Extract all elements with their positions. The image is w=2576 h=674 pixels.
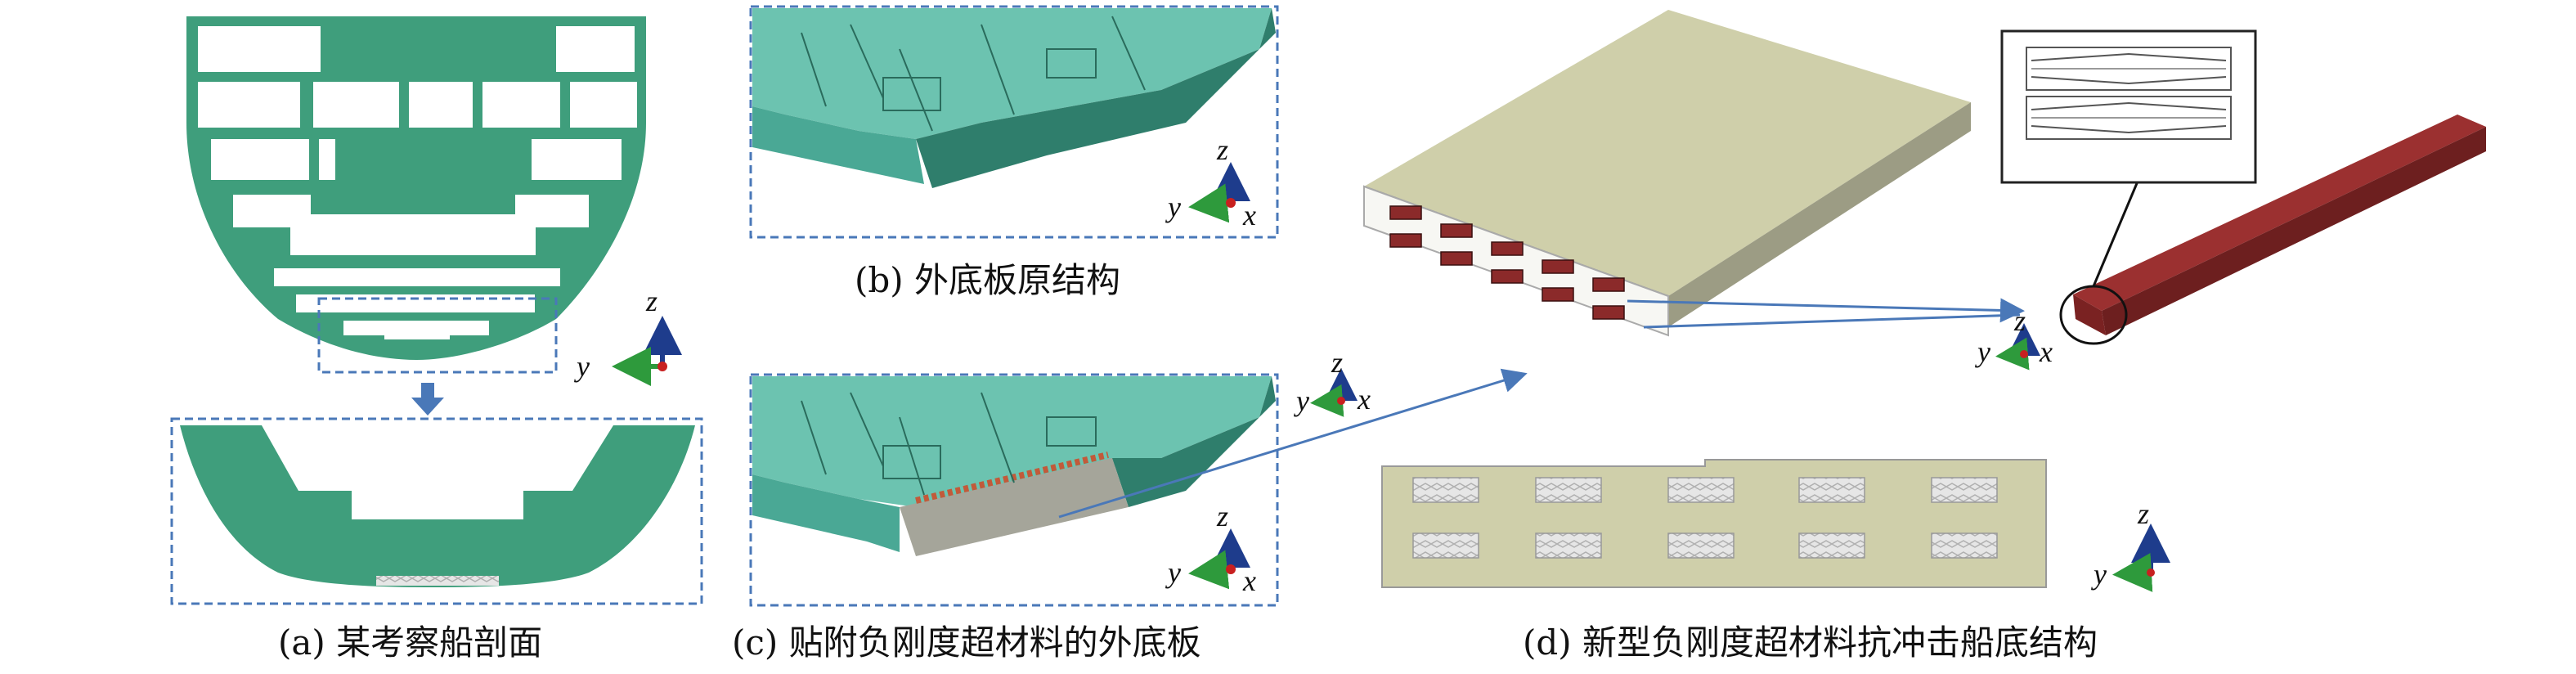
axis-triad-a: z y bbox=[574, 285, 682, 386]
axis-label-y-d1: y bbox=[1975, 335, 1990, 368]
axis-label-x-b: x bbox=[1242, 199, 1256, 231]
plate-top-b bbox=[752, 8, 1272, 139]
flat-panel-cells bbox=[1412, 477, 1998, 559]
plate-dark-b bbox=[916, 8, 1276, 188]
cell-pointer-arrow-2 bbox=[1643, 313, 2021, 329]
plate-ribs-b bbox=[801, 16, 1146, 132]
panel-d-new-bottom-structure bbox=[1363, 10, 2486, 588]
axis-label-x-d1: x bbox=[2039, 335, 2053, 368]
axis-label-z-d1: z bbox=[2013, 304, 2026, 337]
link-arrow-c-to-d bbox=[1058, 368, 1528, 519]
caption-d: (d) 新型负刚度超材料抗冲击船底结构 bbox=[1523, 622, 2098, 663]
zoomed-bottom-section bbox=[180, 425, 695, 587]
metamaterial-bar-side bbox=[2102, 127, 2486, 335]
axis-triad-c: z y x bbox=[1165, 500, 1256, 597]
metamaterial-bar-end bbox=[2073, 294, 2106, 335]
axis-label-y-b: y bbox=[1165, 191, 1181, 223]
cell-detail-drawing bbox=[2026, 47, 2232, 140]
caption-c: (c) 贴附负刚度超材料的外底板 bbox=[732, 622, 1201, 663]
panel-c-frame bbox=[749, 373, 1279, 607]
axis-label-z-c: z bbox=[1216, 500, 1228, 532]
metamaterial-layer-c bbox=[900, 458, 1129, 556]
axis-triad-d-upper: z y x bbox=[1975, 304, 2053, 371]
axis-label-z-d2: z bbox=[2137, 497, 2149, 530]
plate-side-b bbox=[752, 106, 924, 184]
axis-label-y-c: y bbox=[1165, 556, 1181, 589]
axis-triad-mid: z y x bbox=[1294, 346, 1371, 417]
axis-triad-d-lower: z y bbox=[2091, 497, 2170, 592]
axis-label-y-d2: y bbox=[2091, 558, 2107, 591]
caption-b: (b) 外底板原结构 bbox=[855, 260, 1120, 300]
metamaterial-bar-top bbox=[2073, 115, 2486, 311]
panel-b-frame bbox=[749, 5, 1279, 239]
plate-top-c bbox=[752, 376, 1272, 507]
axis-label-x-c: x bbox=[1242, 564, 1256, 597]
cell-detail-box bbox=[2000, 29, 2257, 184]
panel-a-ship-section bbox=[170, 16, 703, 605]
ship-compartments bbox=[198, 26, 637, 339]
panel-c-metamaterial-plate bbox=[749, 373, 1279, 607]
plate-side-c bbox=[752, 474, 900, 552]
axis-label-z-mid: z bbox=[1331, 346, 1343, 379]
zoom-down-arrow bbox=[411, 383, 444, 416]
plate-ribs-c bbox=[801, 392, 1097, 496]
caption-a: (a) 某考察船剖面 bbox=[278, 622, 542, 663]
slab-top bbox=[1364, 10, 1971, 296]
axis-label-x-mid: x bbox=[1357, 383, 1371, 416]
zoomed-bottom-box bbox=[170, 417, 703, 605]
axis-label-y-mid: y bbox=[1294, 384, 1309, 417]
slab-cells bbox=[1389, 205, 1625, 320]
axis-label-y-a: y bbox=[574, 350, 590, 383]
plate-dark-c bbox=[1112, 376, 1276, 507]
cell-pointer-arrow-1 bbox=[1627, 298, 2025, 323]
slab-right bbox=[1668, 102, 1971, 327]
panel-b-original-plate bbox=[749, 5, 1279, 239]
axis-label-z-b: z bbox=[1216, 133, 1228, 166]
axis-triad-b: z y x bbox=[1165, 133, 1256, 231]
zoom-selection-box bbox=[317, 297, 558, 374]
metamaterial-strip-a bbox=[376, 576, 499, 586]
axis-label-z-a: z bbox=[645, 285, 657, 317]
